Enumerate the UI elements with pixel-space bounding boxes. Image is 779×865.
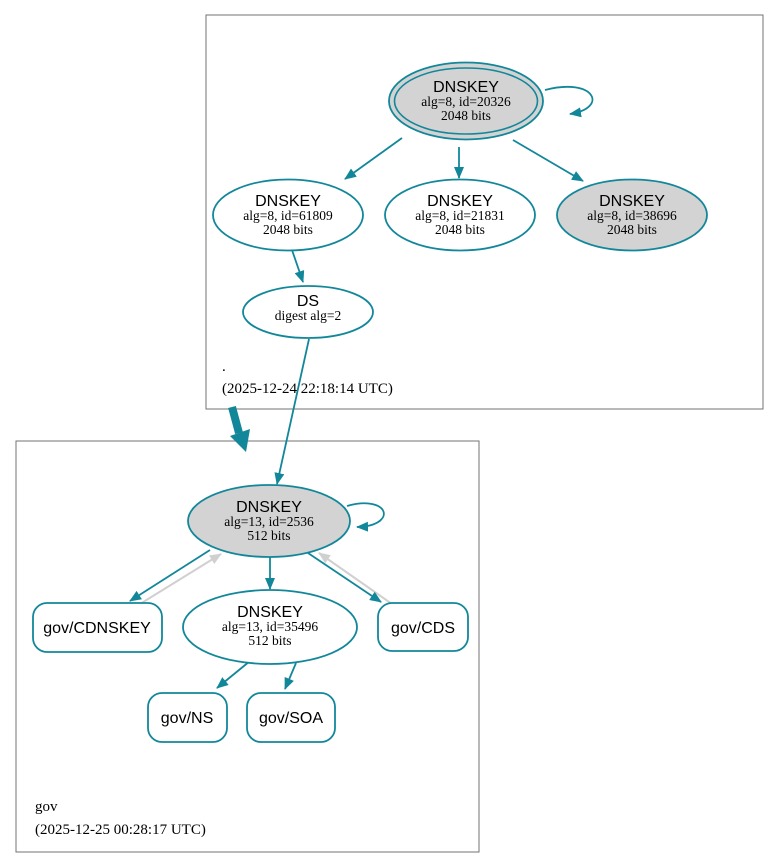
node-gov-ns[interactable]: gov/NS: [147, 692, 228, 743]
node-gov-ksk-2536[interactable]: DNSKEY alg=13, id=2536 512 bits: [187, 484, 351, 558]
edge-gov-ksk-to-cdnskey: [129, 549, 211, 602]
node-attr-1: alg=8, id=38696: [587, 208, 677, 223]
node-attr-1: alg=13, id=35496: [222, 619, 318, 634]
edge-gov-ksk-self-loop: [346, 502, 385, 532]
edge-delegation-arrowhead: [230, 429, 250, 452]
edge-gov-ksk-to-cds: [307, 552, 382, 603]
node-root-key-61809[interactable]: DNSKEY alg=8, id=61809 2048 bits: [212, 178, 364, 252]
edge-delegation-root-to-gov: [228, 405, 243, 435]
edge-root-ksk-to-key61809: [344, 137, 403, 180]
node-root-ds[interactable]: DS digest alg=2: [242, 285, 374, 339]
node-attr-2: 512 bits: [247, 528, 290, 543]
edge-ds-to-gov-ksk: [274, 338, 310, 485]
edge-root-ksk-to-key38696: [512, 139, 584, 182]
node-title: DNSKEY: [599, 193, 665, 210]
node-attr-1: alg=8, id=61809: [243, 208, 333, 223]
edge-root-ksk-self-loop: [544, 85, 594, 118]
node-attr-2: 512 bits: [248, 633, 291, 648]
node-label: gov/SOA: [259, 710, 323, 727]
root-zone-timestamp: (2025-12-24 22:18:14 UTC): [222, 381, 393, 397]
node-title: DNSKEY: [433, 79, 499, 96]
root-zone-label: .: [222, 359, 226, 375]
edge-cds-to-gov-ksk-gray: [318, 552, 393, 605]
node-title: DS: [297, 293, 319, 310]
node-attr-2: 2048 bits: [607, 222, 657, 237]
node-title: DNSKEY: [237, 604, 303, 621]
node-title: DNSKEY: [255, 193, 321, 210]
root-zone-box: [205, 14, 764, 410]
node-root-key-21831[interactable]: DNSKEY alg=8, id=21831 2048 bits: [384, 178, 536, 252]
edge-key61809-to-ds: [291, 249, 305, 283]
gov-zone-label: gov: [35, 799, 58, 815]
node-label: gov/CDS: [391, 620, 455, 637]
node-title: DNSKEY: [427, 193, 493, 210]
node-attr-1: alg=8, id=20326: [421, 94, 511, 109]
node-gov-soa[interactable]: gov/SOA: [246, 692, 336, 743]
node-attr-1: alg=8, id=21831: [415, 208, 504, 223]
node-gov-cds[interactable]: gov/CDS: [377, 602, 469, 652]
edge-gov-zsk-to-soa: [284, 662, 297, 690]
gov-zone-timestamp: (2025-12-25 00:28:17 UTC): [35, 822, 206, 838]
node-attr-2: 2048 bits: [441, 108, 491, 123]
node-gov-cdnskey[interactable]: gov/CDNSKEY: [32, 602, 163, 653]
node-attr-2: 2048 bits: [435, 222, 485, 237]
node-attr-2: 2048 bits: [263, 222, 313, 237]
node-root-ksk-20326[interactable]: DNSKEY alg=8, id=20326 2048 bits: [388, 61, 544, 141]
node-attr-1: digest alg=2: [275, 308, 341, 323]
node-attr-1: alg=13, id=2536: [224, 514, 314, 529]
node-label: gov/NS: [161, 710, 213, 727]
node-gov-zsk-35496[interactable]: DNSKEY alg=13, id=35496 512 bits: [182, 589, 358, 665]
node-root-key-38696[interactable]: DNSKEY alg=8, id=38696 2048 bits: [556, 178, 708, 252]
node-label: gov/CDNSKEY: [43, 620, 151, 637]
edge-cdnskey-to-gov-ksk-gray: [139, 553, 222, 605]
edge-gov-zsk-to-ns: [216, 660, 251, 689]
node-title: DNSKEY: [236, 499, 302, 516]
